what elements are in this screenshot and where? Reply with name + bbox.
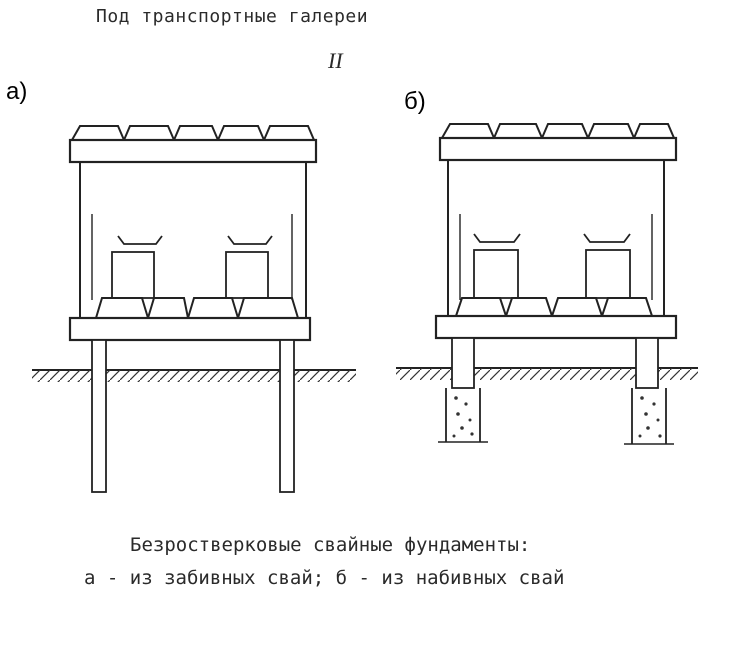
conveyor-b-right [583, 233, 631, 299]
variant-b-drawing [396, 123, 698, 445]
roof-slabs-a [71, 125, 315, 141]
caption-line-1: Безростверковые свайные фундаменты: [130, 534, 531, 556]
roof-beam-a [68, 138, 318, 164]
floor-slabs-a [95, 297, 299, 319]
bored-pile-left [438, 337, 488, 443]
bored-pile-right [624, 337, 674, 445]
roof-beam-b [438, 136, 678, 162]
floor-beam-b [434, 314, 678, 340]
variant-b-label: б) [404, 88, 426, 115]
driven-pile-left [91, 339, 107, 493]
diagram-header: Под транспортные галереи [96, 6, 369, 27]
driven-pile-right [279, 339, 295, 493]
roof-slabs-b [441, 123, 675, 139]
conveyor-b-left [473, 233, 521, 299]
conveyor-a-right [225, 235, 273, 299]
floor-beam-a [68, 316, 312, 342]
caption-line-2: а - из забивных свай; б - из набивных св… [84, 567, 565, 589]
variant-a-drawing [32, 125, 356, 493]
section-number: II [328, 48, 343, 73]
floor-slabs-b [455, 297, 653, 317]
conveyor-a-left [111, 235, 163, 299]
variant-a-label: а) [6, 78, 28, 105]
